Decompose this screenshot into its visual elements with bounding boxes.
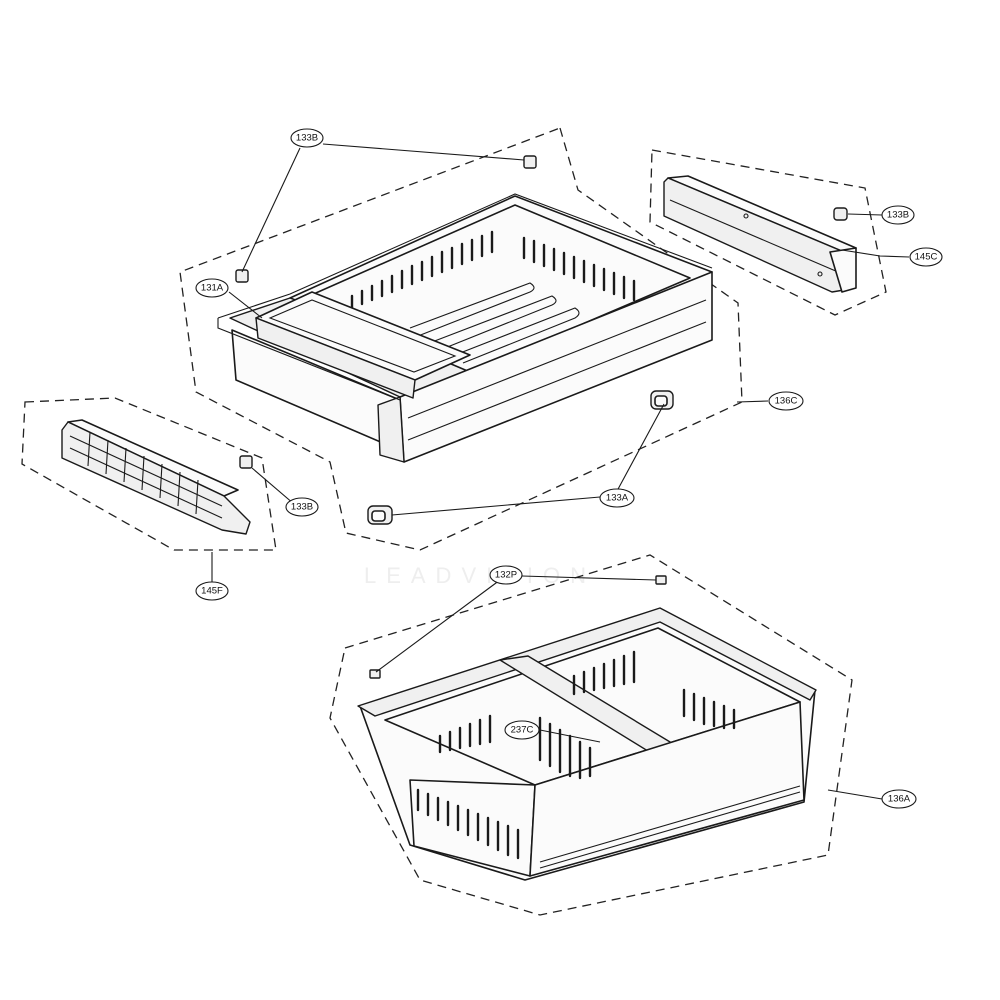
watermark-text: LEADVISION	[364, 563, 596, 588]
lower-basket	[357, 607, 817, 881]
pad-132p-left	[369, 669, 381, 679]
clip-133b-cover	[239, 455, 253, 469]
callout-145c-label: 145C	[915, 252, 938, 263]
callout-136c-label: 136C	[775, 396, 798, 407]
callout-133b-left: 133B	[285, 497, 319, 517]
front-slots	[416, 788, 520, 860]
roller-133a-left	[367, 505, 393, 525]
callout-133a-label: 133A	[606, 493, 629, 504]
callout-133b-top-label: 133B	[296, 133, 318, 144]
callout-133a: 133A	[599, 488, 635, 508]
callout-132p-label: 132P	[495, 570, 517, 581]
upper-drawer	[217, 193, 713, 463]
rail-145c	[663, 175, 857, 293]
clip-133b-mid	[235, 269, 249, 283]
callout-145c: 145C	[909, 247, 943, 267]
callout-237c-label: 237C	[511, 725, 534, 736]
callout-145f: 145F	[195, 581, 229, 601]
callout-136c: 136C	[768, 391, 804, 411]
inner-slots-left	[438, 714, 592, 780]
callout-131a: 131A	[195, 278, 229, 298]
roller-133a-right	[650, 390, 674, 410]
inner-slots-right	[572, 650, 736, 730]
callout-136a-label: 136A	[888, 794, 911, 805]
callout-133b-top: 133B	[290, 128, 324, 148]
group-outline-rail	[649, 149, 887, 316]
callout-131a-label: 131A	[201, 283, 224, 294]
group-outline-front-cover	[21, 397, 277, 551]
front-cover-145f	[61, 419, 251, 535]
group-outline-lower-basket	[329, 554, 853, 916]
callout-145f-label: 145F	[201, 586, 223, 597]
callout-136a: 136A	[881, 789, 917, 809]
leader-lines	[211, 143, 910, 800]
pad-132p-right	[655, 575, 667, 585]
callout-133b-left-label: 133B	[291, 502, 313, 513]
clip-133b-top	[523, 155, 537, 169]
rear-vent-slots	[350, 230, 636, 310]
callout-132p: 132P	[489, 565, 523, 585]
clip-133b-rail	[833, 207, 848, 221]
small-bin	[255, 291, 471, 399]
group-outline-upper-drawer	[179, 127, 743, 551]
callout-133b-right-label: 133B	[887, 210, 909, 221]
callout-237c: 237C	[504, 720, 540, 740]
callout-133b-right: 133B	[881, 205, 915, 225]
